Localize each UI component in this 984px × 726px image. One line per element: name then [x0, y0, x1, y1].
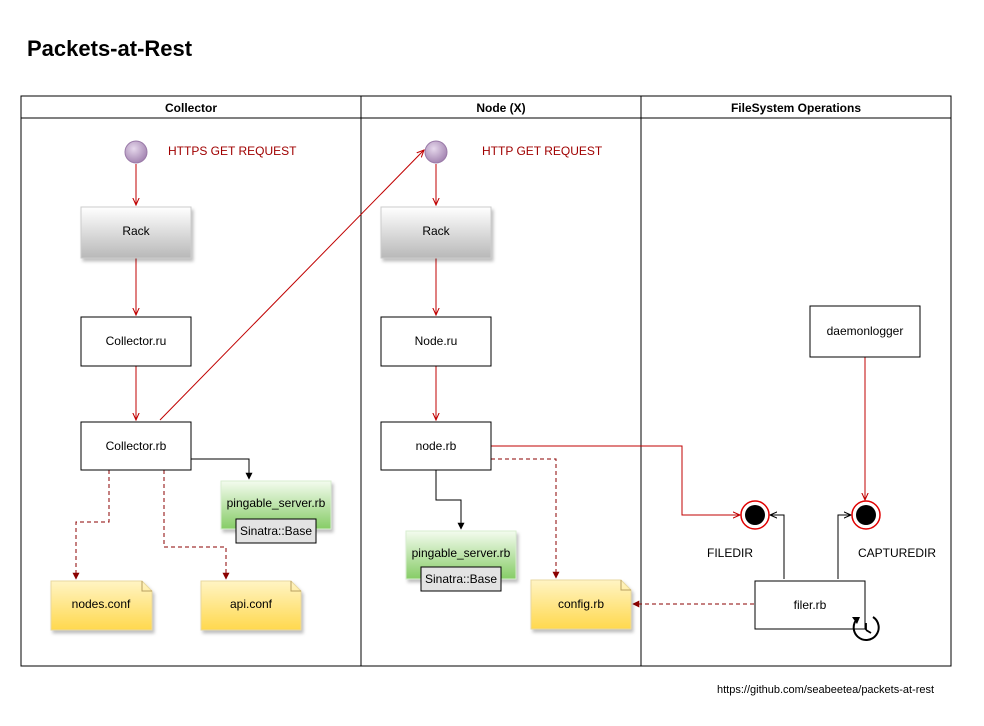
timer-loop-icon: [852, 616, 880, 641]
filedir-end-node: [740, 500, 770, 530]
arrow-collector-to-api-conf: [163, 470, 230, 580]
collector-rb-label: Collector.rb: [106, 439, 167, 453]
collector-rb-box: [80, 421, 192, 471]
node-pingable-label: pingable_server.rb: [412, 546, 511, 560]
capturedir-end-node: [851, 500, 881, 530]
arrow-filer-to-filedir: [770, 515, 785, 579]
api-conf-note: [200, 580, 302, 631]
arrow-collector-to-node: [159, 150, 424, 421]
swimlane-frame: [20, 95, 952, 667]
arrow-node-to-pingable: [435, 470, 465, 530]
nodes-conf-note: [50, 580, 153, 631]
node-rb-box: [380, 421, 492, 471]
node-rb-label: node.rb: [416, 439, 457, 453]
filedir-label: FILEDIR: [707, 546, 753, 560]
collector-sinatra-box: [235, 518, 317, 544]
lane-header-collector: Collector: [165, 101, 217, 115]
collector-ru-box: [80, 316, 192, 367]
config-rb-note-fold: [620, 580, 631, 591]
collector-ru-label: Collector.ru: [106, 334, 167, 348]
connectors: [72, 150, 865, 608]
collector-sinatra-label: Sinatra::Base: [240, 524, 312, 538]
daemonlogger-label: daemonlogger: [827, 324, 904, 338]
config-rb-note: [530, 579, 632, 630]
arrow-node-to-config: [491, 458, 560, 579]
node-ru-label: Node.ru: [415, 334, 458, 348]
node-request-label: HTTP GET REQUEST: [482, 144, 603, 158]
collector-start-node: [124, 140, 148, 164]
collector-rack-label: Rack: [122, 224, 150, 238]
page-title: Packets-at-Rest: [27, 36, 193, 61]
arrow-collector-to-nodes-conf: [72, 470, 110, 580]
arrow-filer-to-capturedir: [837, 515, 851, 579]
filer-rb-label: filer.rb: [794, 598, 827, 612]
node-sinatra-label: Sinatra::Base: [425, 572, 497, 586]
arrow-node-to-filedir: [491, 445, 740, 515]
filer-rb-box: [754, 580, 866, 630]
node-start-node: [424, 140, 448, 164]
daemonlogger-box: [809, 305, 921, 358]
node-rack-label: Rack: [422, 224, 450, 238]
node-sinatra-box: [420, 566, 502, 592]
collector-rack-box: [80, 206, 192, 259]
node-rack-box: [380, 206, 492, 259]
config-rb-label: config.rb: [558, 597, 604, 611]
nodes-conf-label: nodes.conf: [72, 597, 131, 611]
api-conf-label: api.conf: [230, 597, 273, 611]
api-conf-note-fold: [290, 581, 301, 592]
capturedir-label: CAPTUREDIR: [858, 546, 936, 560]
collector-pingable-label: pingable_server.rb: [227, 496, 326, 510]
footer-url: https://github.com/seabeetea/packets-at-…: [717, 684, 935, 696]
collector-request-label: HTTPS GET REQUEST: [168, 144, 297, 158]
arrow-collector-to-pingable: [191, 458, 253, 480]
lane-header-filesystem: FileSystem Operations: [731, 101, 861, 115]
nodes-conf-note-fold: [141, 581, 152, 592]
node-ru-box: [380, 316, 492, 367]
lane-header-node: Node (X): [476, 101, 525, 115]
